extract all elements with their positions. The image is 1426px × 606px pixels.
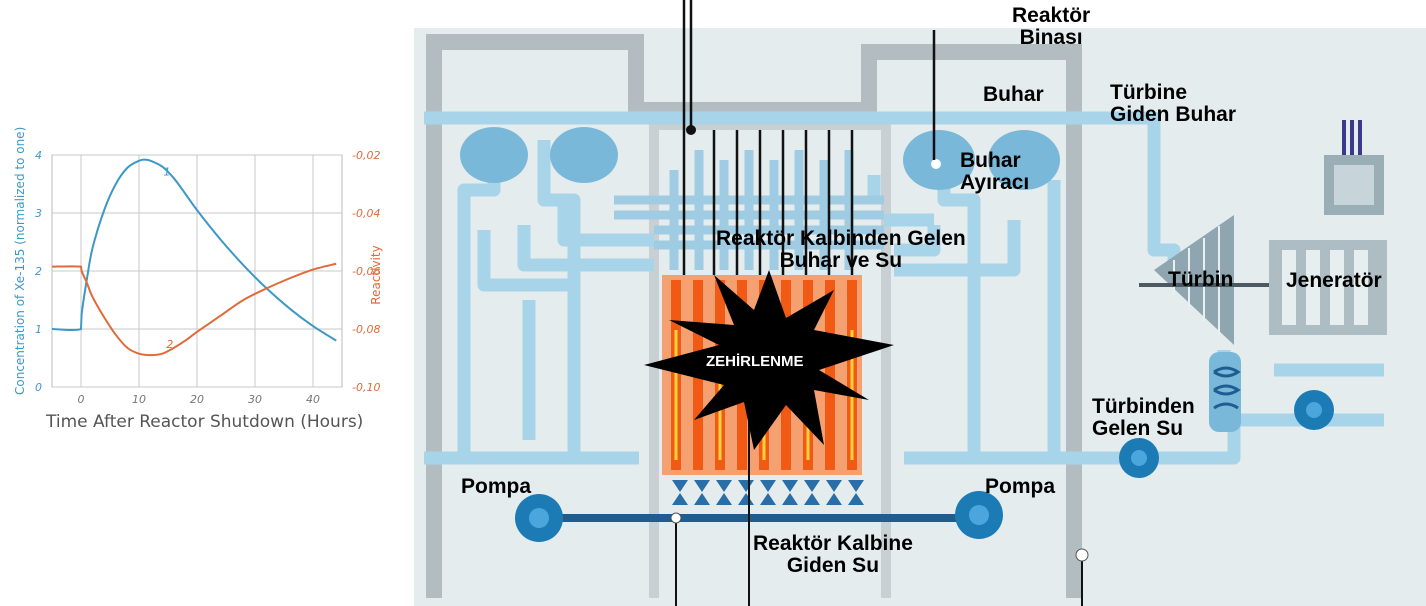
label-poisoning: ZEHİRLENME [706, 353, 804, 370]
label-turbine: Türbin [1168, 268, 1234, 291]
x-tick-label: 40 [306, 393, 320, 406]
right-axis-label: Reactivity [369, 245, 383, 305]
y-left-tick-label: 0 [35, 381, 42, 394]
y-right-tick-label: -0,04 [352, 207, 380, 220]
series-label-2: 2 [166, 338, 173, 351]
y-left-tick-label: 3 [35, 207, 42, 220]
series-line-1 [51, 158, 337, 342]
pump-left-icon [515, 494, 563, 542]
y-left-tick-label: 4 [35, 149, 42, 162]
condenser-icon [1209, 352, 1241, 432]
steam-drums-left [460, 127, 618, 183]
control-rods [682, 0, 936, 330]
chart-canvas: 0 10 20 30 40 0 1 2 3 4 -0,02 -0,04 -0,06 -0,08 -0,10 1… [35, 149, 380, 406]
valve-marker-left [670, 512, 682, 524]
y-right-tick-label: -0,08 [352, 323, 380, 336]
y-left-tick-label: 1 [35, 323, 42, 336]
reactor-vessel-walls [649, 120, 891, 598]
generator-icon [1269, 120, 1387, 335]
valve-marker-right [1075, 548, 1089, 562]
left-axis-label: Concentration of Xe-135 (normalized to o… [13, 126, 27, 395]
y-right-tick-label: -0,10 [352, 381, 380, 394]
separator-marker [931, 159, 941, 169]
x-tick-label: 30 [248, 393, 262, 406]
y-right-tick-label: -0,06 [352, 265, 380, 278]
label-pump-left: Pompa [461, 475, 532, 498]
label-generator: Jeneratör [1286, 269, 1382, 292]
condensate-pump-icon [1294, 390, 1334, 430]
series-label-1: 1 [164, 165, 171, 178]
y-right-tick-label: -0,02 [352, 149, 380, 162]
reactor-building-walls [426, 34, 1082, 598]
label-pump-right: Pompa [985, 475, 1056, 498]
x-axis-label: Time After Reactor Shutdown (Hours) [46, 412, 364, 432]
series-line-2 [51, 262, 337, 357]
x-tick-label: 20 [190, 393, 204, 406]
core-pipe-grid [614, 150, 884, 270]
turbine-icon [1139, 215, 1274, 345]
reactor-schematic [414, 0, 1426, 606]
label-steam: Buhar [983, 83, 1044, 106]
y-left-tick-label: 2 [35, 265, 42, 278]
pump-right-icon [955, 491, 1003, 539]
poisoning-burst-icon [644, 270, 894, 450]
rod-drive-marker [686, 125, 696, 135]
x-tick-label: 10 [132, 393, 146, 406]
feed-pump-icon [1119, 438, 1159, 478]
x-tick-label: 0 [78, 393, 85, 406]
